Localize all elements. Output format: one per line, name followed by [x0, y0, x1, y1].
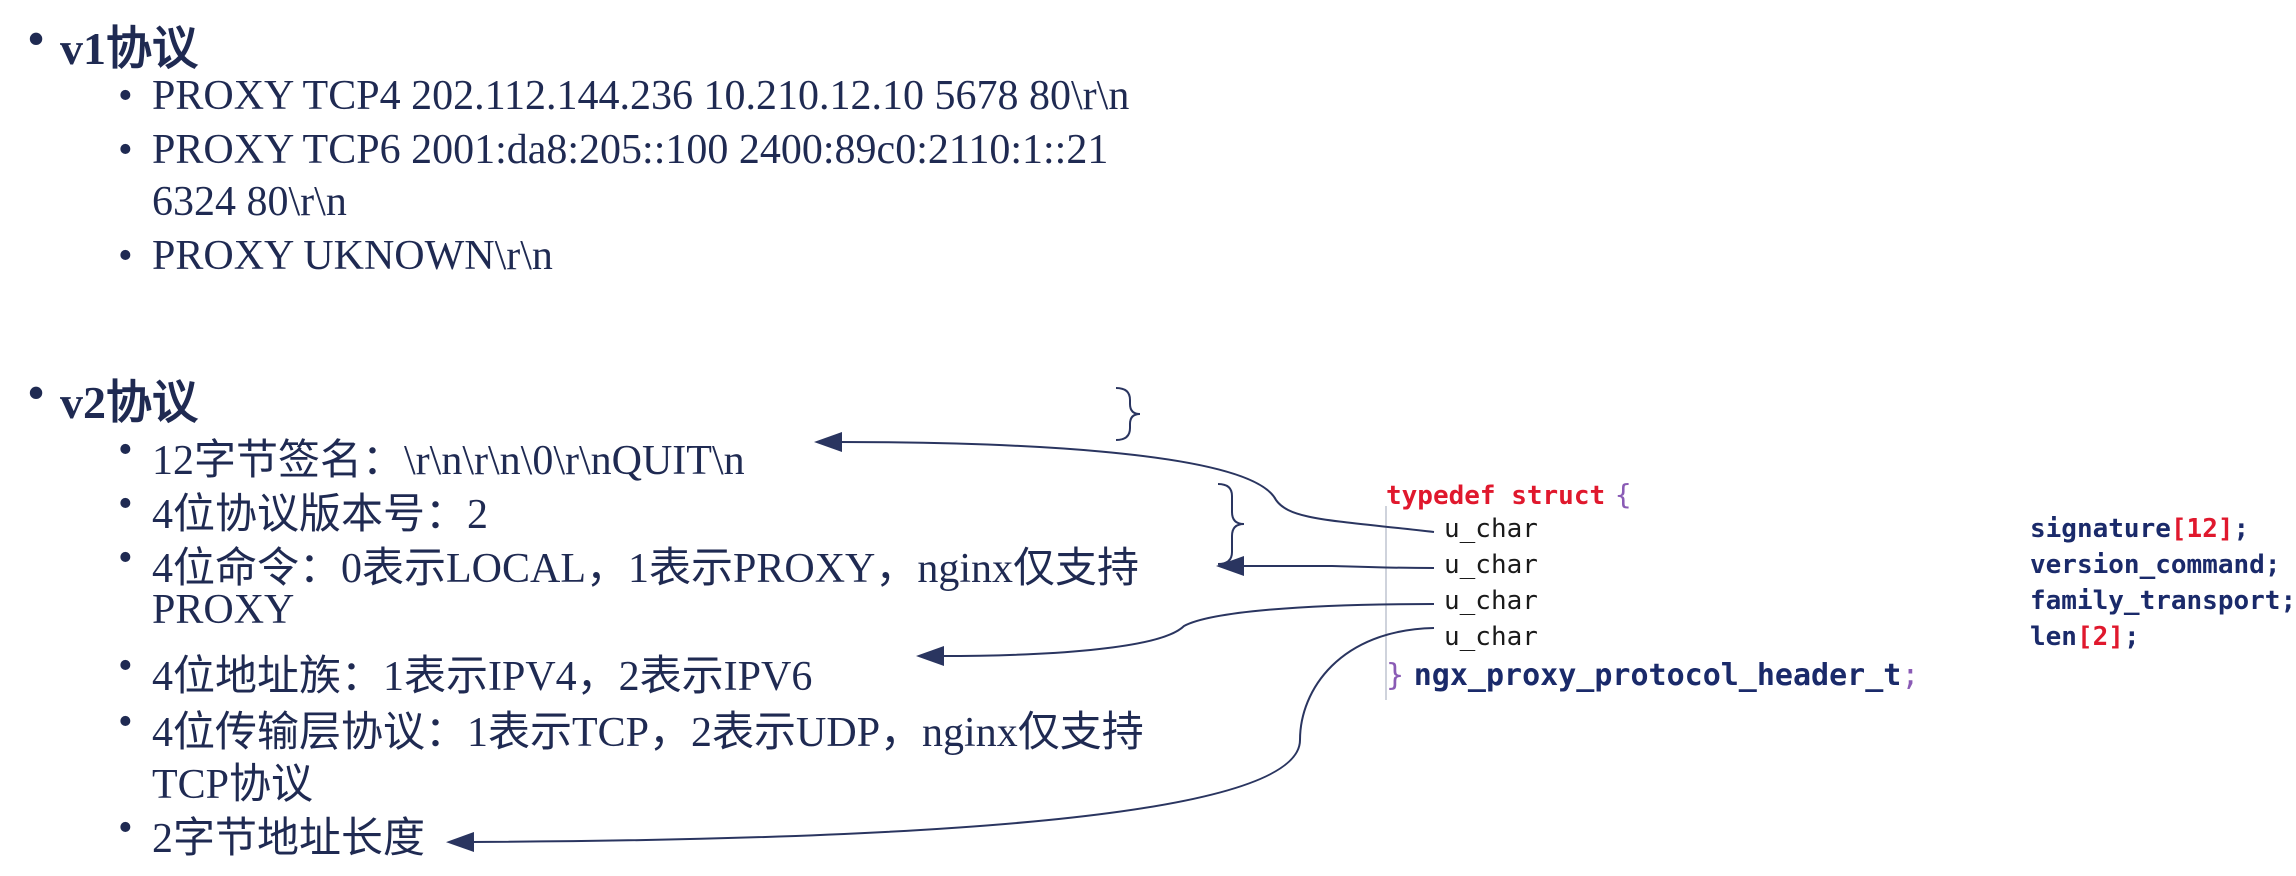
- code-typedef-line: typedef struct {: [1386, 478, 1632, 511]
- v2-item: 4位地址族：1表示IPV4，2表示IPV6: [152, 654, 813, 700]
- code-field-type: u_char: [1444, 586, 1538, 616]
- brace-mark: [1115, 387, 1141, 441]
- code-field-type: u_char: [1444, 622, 1538, 652]
- code-field-name-line: family_transport;: [2030, 586, 2296, 616]
- code-semicolon: ;: [2123, 622, 2140, 652]
- code-bracket: [: [2076, 622, 2093, 652]
- v2-bullet-dot: •: [28, 367, 45, 418]
- v1-item-continuation: 6324 80\r\n: [152, 179, 347, 225]
- code-close-brace: }: [1386, 658, 1405, 693]
- v1-bullet-dot: •: [118, 233, 133, 279]
- code-semicolon: ;: [2264, 550, 2281, 580]
- code-array-size: 12: [2186, 514, 2218, 544]
- code-array-size: 2: [2092, 622, 2109, 652]
- v2-item: 4位传输层协议：1表示TCP，2表示UDP，nginx仅支持: [152, 710, 1144, 756]
- v1-item: PROXY TCP4 202.112.144.236 10.210.12.10 …: [152, 73, 1130, 119]
- code-semicolon: ;: [2280, 586, 2296, 616]
- code-field-type: u_char: [1444, 514, 1538, 544]
- code-field-name: len: [2030, 622, 2077, 652]
- v2-heading: v2协议: [60, 377, 198, 428]
- v1-bullet-dot: •: [118, 127, 133, 173]
- v1-item: PROXY TCP6 2001:da8:205::100 2400:89c0:2…: [152, 127, 1109, 173]
- v2-item-continuation: TCP协议: [152, 762, 314, 808]
- v2-bullet-dot: •: [118, 535, 133, 581]
- code-bracket: ]: [2217, 514, 2234, 544]
- code-field-name: signature: [2030, 514, 2171, 544]
- code-closing-line: } ngx_proxy_protocol_header_t;: [1386, 658, 1919, 693]
- v2-bullet-dot: •: [118, 481, 133, 527]
- v2-item: 12字节签名：\r\n\r\n\0\r\nQUIT\n: [152, 438, 745, 484]
- code-semicolon: ;: [2233, 514, 2250, 544]
- arrow-signature: [814, 432, 1435, 533]
- arrow-command: [1216, 556, 1435, 576]
- code-field-name-line: signature[12];: [2030, 514, 2249, 544]
- code-field-name: version_command: [2030, 550, 2265, 580]
- v2-bullet-dot: •: [118, 805, 133, 851]
- v2-item: 4位协议版本号：2: [152, 492, 489, 538]
- v1-bullet-dot: •: [118, 73, 133, 119]
- code-semicolon: ;: [1901, 658, 1920, 693]
- code-field-name: family_transport: [2030, 586, 2281, 616]
- v2-item: 4位命令：0表示LOCAL，1表示PROXY，nginx仅支持: [152, 546, 1140, 592]
- v2-item-continuation: PROXY: [152, 587, 295, 633]
- code-field-name-line: version_command;: [2030, 550, 2280, 580]
- arrow-len: [446, 627, 1435, 852]
- arrow-family: [916, 603, 1435, 666]
- code-field-type: u_char: [1444, 550, 1538, 580]
- brace-mark: [1217, 483, 1245, 565]
- v1-item: PROXY UKNOWN\r\n: [152, 233, 553, 279]
- code-keyword: typedef struct: [1386, 481, 1606, 511]
- v2-bullet-dot: •: [118, 427, 133, 473]
- v2-bullet-dot: •: [118, 699, 133, 745]
- v2-item: 2字节地址长度: [152, 816, 426, 862]
- v1-bullet-dot: •: [28, 13, 45, 64]
- v2-bullet-dot: •: [118, 643, 133, 689]
- v1-heading: v1协议: [60, 23, 198, 74]
- code-field-name-line: len[2];: [2030, 622, 2140, 652]
- code-type-name: ngx_proxy_protocol_header_t: [1413, 658, 1902, 693]
- code-bracket: ]: [2108, 622, 2124, 652]
- code-open-brace: {: [1614, 478, 1632, 511]
- code-bracket: [: [2170, 514, 2187, 544]
